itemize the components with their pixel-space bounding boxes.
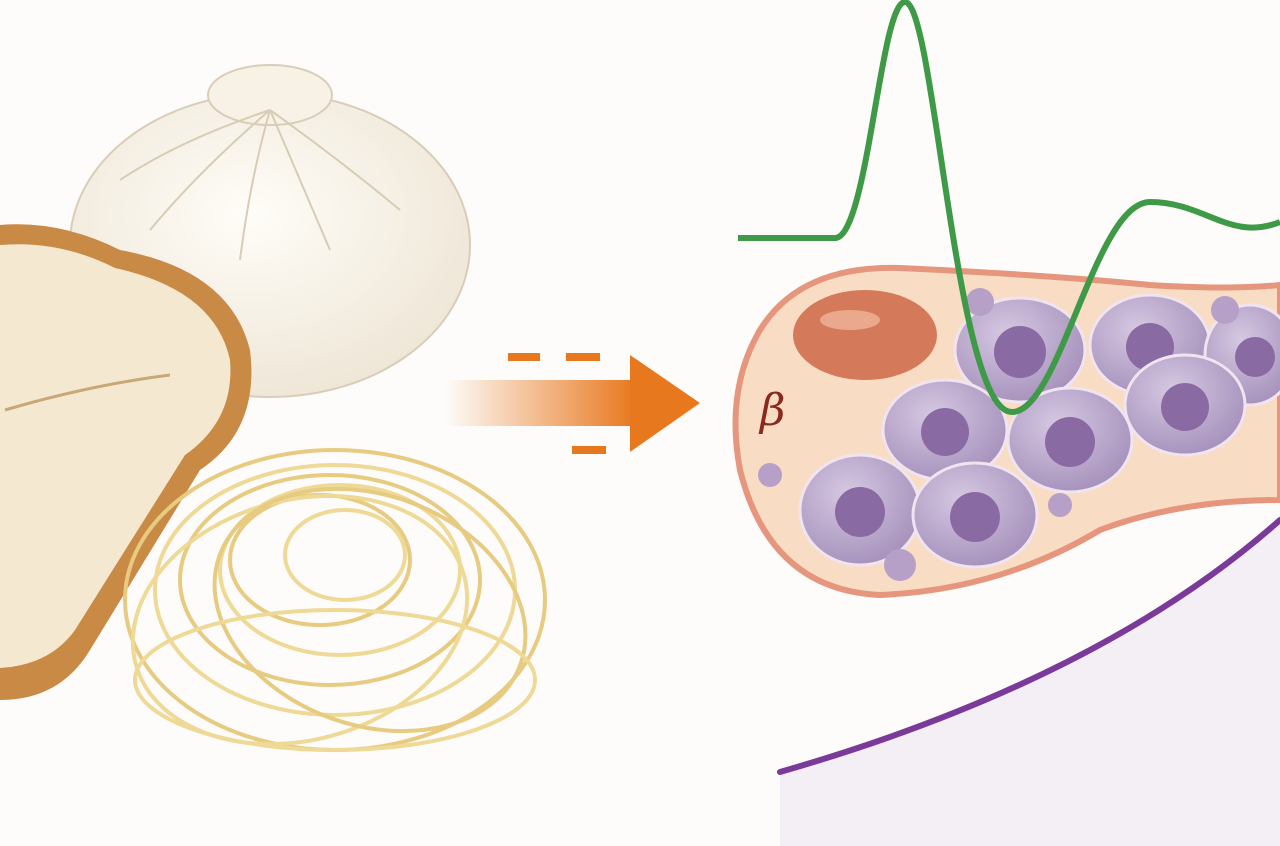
pancreatic-islet [732, 264, 1280, 599]
beta-cells [758, 288, 1280, 581]
beta-cell-label: β [760, 385, 786, 436]
glucose-curve [738, 0, 1280, 415]
arrow-icon [445, 353, 700, 454]
noodle-nest [123, 448, 547, 752]
toast-bread [0, 224, 252, 701]
